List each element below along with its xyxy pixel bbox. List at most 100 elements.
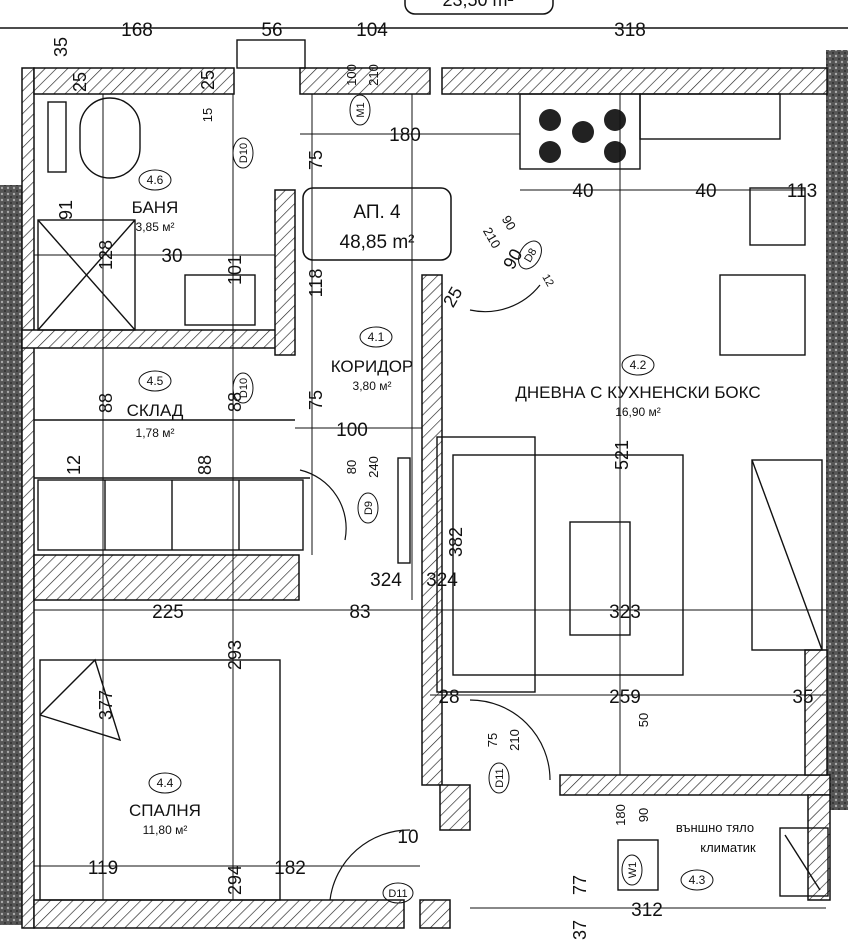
horizontal-dimensions: 168 56 104 318 180 40 40 113 30 100 225 …	[88, 20, 817, 921]
dim-label: 101	[225, 255, 245, 285]
room-name: ДНЕВНА С КУХНЕНСКИ БОКС	[515, 383, 760, 402]
dim-label: 15	[200, 108, 215, 122]
dim-label: 113	[787, 181, 817, 202]
dim-label: 30	[161, 246, 182, 267]
dim-label: 100	[344, 64, 359, 86]
room-id: 4.1	[368, 330, 385, 344]
top-label-box	[404, 0, 554, 15]
dim-label: 180	[613, 804, 628, 826]
room-id: 4.2	[630, 358, 647, 372]
door-tag: W1	[627, 862, 639, 879]
door-tag: D10	[238, 143, 250, 163]
door-tags: M1 D10 D10 D9 D11 D11 W1 D8	[232, 94, 643, 904]
dim-label: 75	[306, 150, 326, 170]
room-4-3: 4.3	[680, 869, 714, 891]
dim-label: 75	[485, 733, 500, 747]
vertical-dimensions: 35 25 25 100 210 15 75 91 128 101 118 88…	[51, 37, 651, 940]
dim-label: 77	[570, 875, 590, 895]
dim-label: 35	[51, 37, 71, 57]
dim-label: 168	[121, 20, 153, 41]
room-4-1: 4.1 КОРИДОР 3,80 м²	[331, 326, 414, 393]
dim-label: 12	[539, 272, 556, 289]
dim-label: 40	[695, 181, 716, 202]
door-tag: D11	[388, 888, 407, 900]
room-4-2: 4.2 ДНЕВНА С КУХНЕНСКИ БОКС 16,90 м²	[515, 354, 761, 419]
dim-label: 80	[344, 460, 359, 474]
dim-label: 90	[499, 213, 519, 233]
dim-label: 75	[306, 390, 326, 410]
apartment-box	[302, 187, 452, 261]
room-name: КОРИДОР	[331, 357, 414, 376]
dim-label: 318	[614, 20, 646, 41]
dim-label: 50	[636, 713, 651, 727]
dim-label: 104	[356, 20, 388, 41]
dim-label: 100	[336, 420, 368, 441]
dim-label: 40	[572, 181, 593, 202]
room-id: 4.3	[689, 873, 706, 887]
dim-label: 25	[198, 70, 218, 90]
dim-label: 88	[195, 455, 215, 475]
dim-label: 83	[349, 602, 370, 623]
dim-label: 88	[225, 392, 245, 412]
room-area: 3,85 м²	[136, 220, 175, 234]
room-id: 4.6	[147, 173, 164, 187]
exterior-wall-left	[0, 185, 22, 925]
dim-label: 119	[88, 858, 118, 879]
dim-label: 88	[96, 393, 116, 413]
dim-label: 25	[439, 283, 466, 310]
dim-label: 210	[480, 225, 504, 251]
room-name: СКЛАД	[127, 401, 184, 420]
dim-label: 521	[612, 440, 632, 470]
door-swings	[299, 284, 551, 901]
dim-label: 312	[631, 900, 663, 921]
dim-label: 240	[366, 456, 381, 478]
room-4-6: 4.6 БАНЯ 3,85 м²	[132, 169, 179, 234]
room-id: 4.5	[147, 374, 164, 388]
room-4-5: 4.5 СКЛАД 1,78 м²	[127, 370, 184, 440]
dim-label: 210	[366, 64, 381, 86]
dim-label: 25	[70, 72, 90, 92]
door-tag: D11	[494, 768, 506, 787]
note-line2: климатик	[700, 840, 756, 855]
dim-label: 382	[446, 527, 466, 557]
room-name: БАНЯ	[132, 198, 179, 217]
dim-label: 90	[636, 808, 651, 822]
dim-label: 35	[792, 687, 813, 708]
room-id: 4.4	[157, 776, 174, 790]
apartment-area: 48,85 m²	[340, 232, 415, 253]
room-4-4: 4.4 СПАЛНЯ 11,80 м²	[129, 772, 201, 837]
dim-label: 377	[96, 690, 116, 720]
dim-label: 180	[389, 125, 421, 146]
dimension-lines	[34, 27, 848, 909]
room-area: 16,90 м²	[615, 405, 661, 419]
room-name: СПАЛНЯ	[129, 801, 201, 820]
room-area: 11,80 м²	[143, 823, 188, 837]
exterior-wall-right	[826, 50, 848, 810]
room-area: 1,78 м²	[136, 426, 175, 440]
apartment-label: АП. 4	[353, 202, 401, 223]
dim-label: 225	[152, 602, 184, 623]
dim-label: 10	[397, 827, 418, 848]
top-label: 23,50 m²	[442, 0, 513, 10]
dim-label: 28	[438, 687, 459, 708]
door-tag: D9	[363, 501, 375, 515]
dim-label: 90	[499, 245, 526, 272]
dim-label: 128	[96, 240, 116, 270]
dim-label: 37	[570, 920, 590, 940]
dim-label: 12	[64, 455, 84, 475]
diagonal-dimensions: 90 210 90 12 25	[439, 213, 556, 311]
dim-label: 293	[225, 640, 245, 670]
dim-label: 56	[261, 20, 282, 41]
dim-label: 323	[609, 602, 641, 623]
dim-label: 324	[426, 570, 458, 591]
dim-label: 324	[370, 570, 402, 591]
door-tag: M1	[355, 102, 367, 117]
walls	[21, 67, 831, 929]
dim-label: 294	[225, 865, 245, 895]
stove-icon	[539, 109, 626, 163]
room-area: 3,80 м²	[353, 379, 392, 393]
dim-label: 259	[609, 687, 641, 708]
dim-label: 91	[56, 200, 76, 220]
dim-label: 182	[274, 858, 306, 879]
